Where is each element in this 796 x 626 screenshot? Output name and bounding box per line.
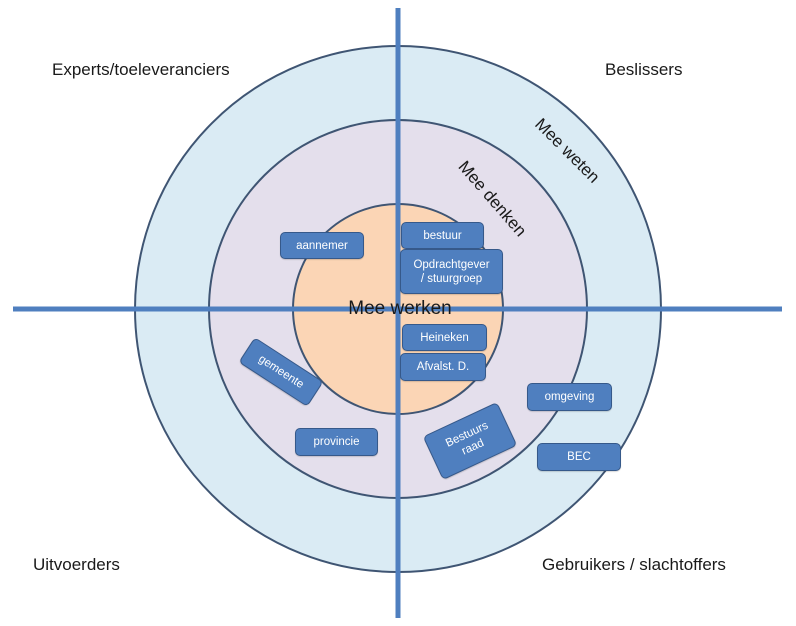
stakeholder-provincie[interactable]: provincie xyxy=(295,428,378,456)
stakeholder-opdrachtgever[interactable]: Opdrachtgever / stuurgroep xyxy=(400,249,503,294)
stakeholder-label: bestuur xyxy=(423,229,462,242)
stakeholder-label: provincie xyxy=(313,436,360,448)
quadrant-label-top-left: Experts/toeleveranciers xyxy=(52,60,230,79)
stakeholder-label-line2: / stuurgroep xyxy=(420,272,483,285)
stakeholder-aannemer[interactable]: aannemer xyxy=(280,232,364,259)
stakeholder-label: omgeving xyxy=(544,391,595,403)
quadrant-label-top-right: Beslissers xyxy=(605,60,683,79)
stakeholder-label-line1: Opdrachtgever xyxy=(413,258,490,271)
stakeholder-heineken[interactable]: Heineken xyxy=(402,324,487,351)
ring-label-mee-werken: Mee werken xyxy=(348,298,452,319)
stakeholder-label: Afvalst. D. xyxy=(416,361,470,373)
quadrant-label-bottom-left: Uitvoerders xyxy=(33,555,120,574)
stakeholder-label: aannemer xyxy=(296,239,348,252)
stakeholder-bec[interactable]: BEC xyxy=(537,443,621,471)
quadrant-label-bottom-right: Gebruikers / slachtoffers xyxy=(542,555,726,574)
stakeholder-label: Heineken xyxy=(420,331,469,344)
stakeholder-omgeving[interactable]: omgeving xyxy=(527,383,612,411)
stakeholder-afvalst[interactable]: Afvalst. D. xyxy=(400,353,486,381)
stakeholder-bestuur[interactable]: bestuur xyxy=(401,222,484,249)
stakeholder-label: BEC xyxy=(567,451,591,463)
